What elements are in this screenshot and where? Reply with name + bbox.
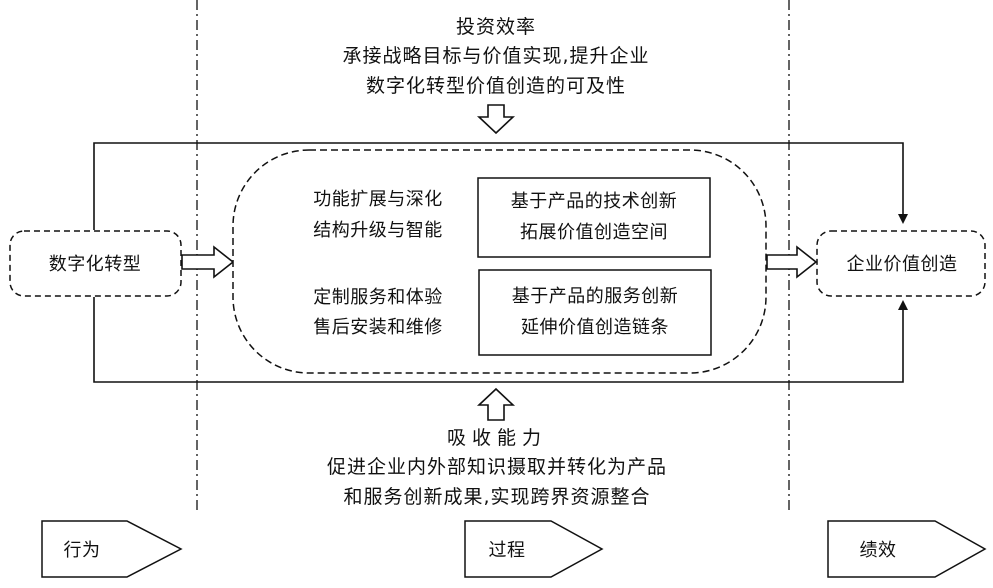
lower-right-line1: 基于产品的服务创新 bbox=[512, 286, 679, 307]
upper-right-line1: 基于产品的技术创新 bbox=[511, 191, 678, 212]
enterprise-value-label: 企业价值创造 bbox=[847, 254, 958, 275]
service-innovation-box bbox=[478, 269, 712, 356]
left-right-arrow bbox=[181, 245, 235, 279]
stage-process-shape bbox=[464, 520, 604, 578]
stage-performance-shape bbox=[827, 520, 987, 578]
lower-left-line1: 定制服务和体验 bbox=[313, 287, 443, 308]
right-right-arrow bbox=[766, 245, 818, 279]
stage-behavior-label: 行为 bbox=[64, 540, 101, 561]
stage-behavior-shape bbox=[41, 520, 183, 578]
stage-process-label: 过程 bbox=[489, 540, 526, 561]
bottom-title: 吸收能力 bbox=[447, 427, 547, 449]
digital-transformation-box bbox=[9, 230, 182, 297]
upper-left-line1: 功能扩展与深化 bbox=[313, 189, 443, 210]
outer-frame-bottom bbox=[93, 297, 908, 383]
upper-left-line2: 结构升级与智能 bbox=[313, 220, 443, 241]
digital-transformation-label: 数字化转型 bbox=[49, 254, 142, 275]
top-down-arrow bbox=[476, 104, 516, 135]
lower-right-line2: 延伸价值创造链条 bbox=[521, 317, 669, 338]
bottom-line1: 促进企业内外部知识摄取并转化为产品 bbox=[327, 456, 667, 478]
bottom-up-arrow bbox=[476, 387, 516, 421]
bottom-line2: 和服务创新成果,实现跨界资源整合 bbox=[343, 486, 650, 508]
stage-performance-label: 绩效 bbox=[860, 540, 897, 561]
upper-right-line2: 拓展价值创造空间 bbox=[520, 222, 668, 243]
enterprise-value-box bbox=[816, 230, 986, 297]
outer-frame-top bbox=[93, 142, 908, 230]
top-line1: 承接战略目标与价值实现,提升企业 bbox=[342, 45, 649, 67]
lower-left-line2: 售后安装和维修 bbox=[313, 317, 443, 338]
top-line2: 数字化转型价值创造的可及性 bbox=[366, 75, 626, 97]
top-title: 投资效率 bbox=[456, 16, 536, 38]
technology-innovation-box bbox=[477, 177, 711, 258]
